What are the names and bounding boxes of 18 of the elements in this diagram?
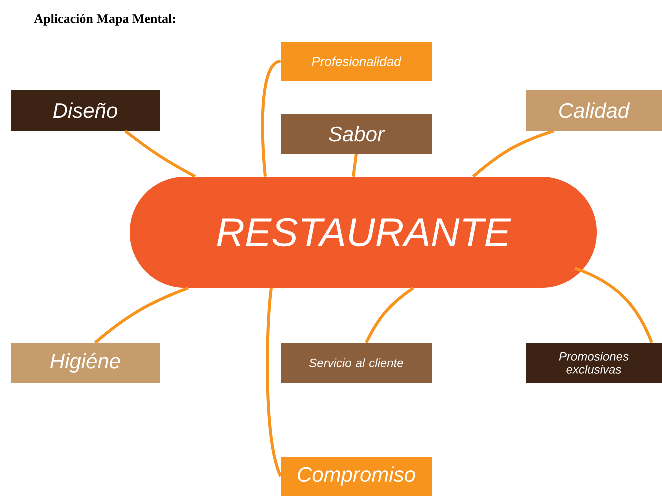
branch-box: Calidad [526,90,662,131]
topic-box: RESTAURANTE [130,177,597,288]
branch-line [365,286,414,344]
branch-box: Compromiso [281,457,432,496]
branch-line [352,154,358,177]
title: Aplicación Mapa Mental: [34,14,176,26]
branch-box: Sabor [281,114,432,154]
branch-box: Servicio al cliente [281,343,432,383]
branch-box: Profesionalidad [281,42,432,81]
branch-box: Diseño [11,90,160,131]
branch-line [574,267,654,344]
branch-box: Promosiones exclusivas [526,343,662,383]
branch-box: Higiéne [11,343,160,383]
branch-line [124,130,196,178]
branch-line [472,130,554,178]
branch-line [94,286,190,344]
branch-line [266,288,282,478]
branch-line [261,60,282,177]
